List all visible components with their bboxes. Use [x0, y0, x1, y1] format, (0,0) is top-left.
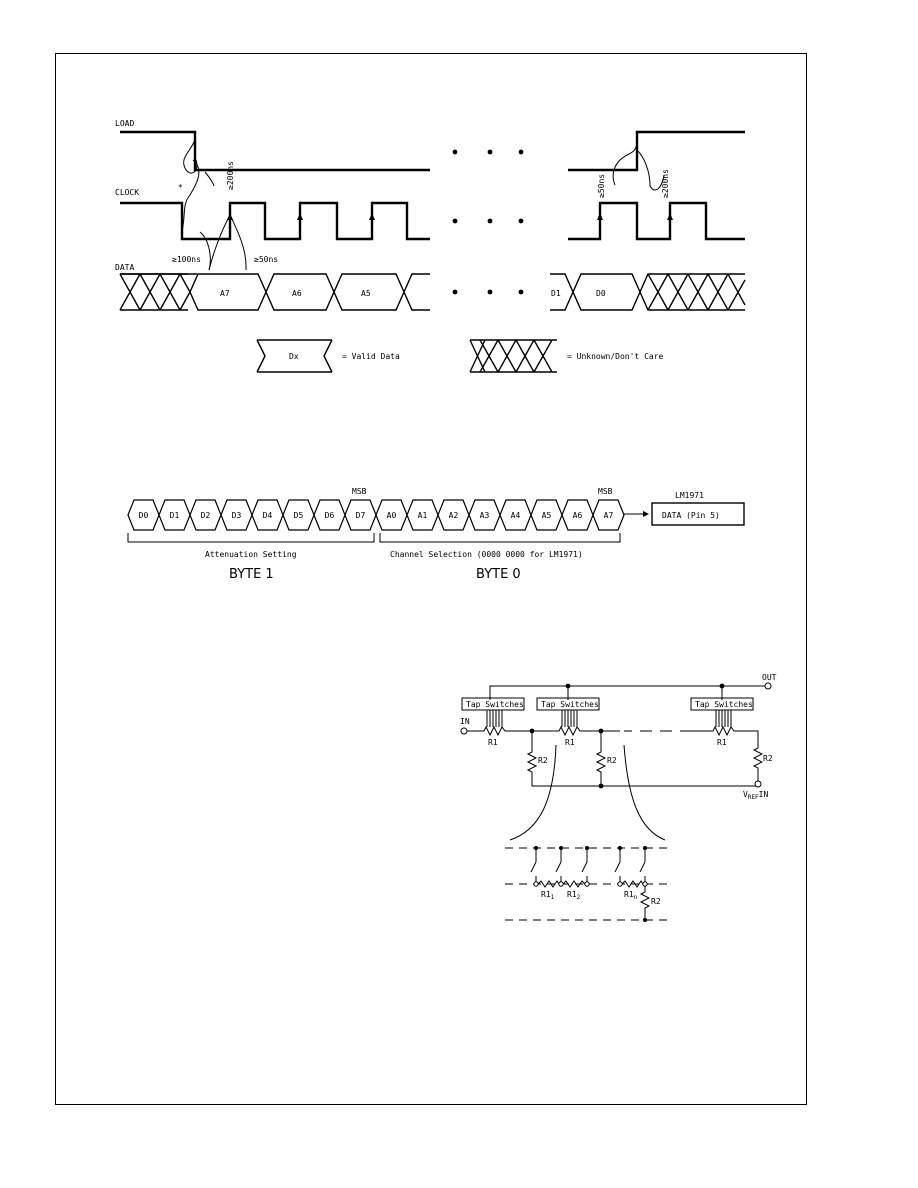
load-waveform-end [568, 130, 745, 172]
detail-r1-n: R1n [624, 890, 638, 901]
detail-r1-1: R11 [541, 890, 555, 901]
zoom-curve-left [509, 744, 557, 841]
frame-cell-label-a0: A0 [387, 511, 397, 520]
clock-edge-arrows [227, 213, 673, 220]
timing-clk-load-50ns: ≥50ns [597, 174, 606, 198]
frame-cell-label-d1: D1 [170, 511, 180, 520]
frame-cell-label-d7: D7 [356, 511, 366, 520]
r1-resistor-1 [467, 725, 532, 737]
frame-cell-label-a5: A5 [542, 511, 552, 520]
load-waveform-start [120, 130, 430, 172]
msb-label-byte1: MSB [352, 487, 367, 496]
r2-resistor-3 [752, 747, 764, 781]
attenuation-label: Attenuation Setting [205, 550, 297, 559]
vref-label: VREFIN [743, 790, 768, 801]
clock-waveform-start [120, 201, 430, 241]
detail-r2: R2 [651, 897, 661, 906]
r1-label-2: R1 [565, 738, 575, 747]
r1-resistor-3 [690, 725, 759, 748]
frame-cell-label-a7: A7 [604, 511, 614, 520]
in-terminal [460, 727, 468, 735]
cell-a7: A7 [220, 289, 230, 298]
cell-d1: D1 [551, 289, 561, 298]
chip-label: LM1971 [675, 491, 704, 500]
frame-cells: D0 D1 D2 D3 D4 D5 D6 D7 A0 A1 A2 A3 A4 A5 A6 A7 [127, 499, 625, 531]
tap-switch-label-1: Tap Switches [466, 700, 524, 709]
r1-label-3: R1 [717, 738, 727, 747]
frame-cell-label-d5: D5 [294, 511, 304, 520]
frame-cell-label-a1: A1 [418, 511, 428, 520]
tap-switch-label-2: Tap Switches [541, 700, 599, 709]
serial-frame: D0 D1 D2 D3 D4 D5 D6 D7 A0 A1 A2 A3 A4 A5 A6 A7 MSB MSB… [127, 487, 745, 582]
legend-dont-care: = Unknown/Don't Care [567, 352, 664, 361]
ladder-detail [505, 846, 670, 922]
tap-lines [486, 710, 732, 727]
frame-cell-label-d3: D3 [232, 511, 242, 520]
resistor-ladder: OUT Tap Switches Tap Switches Tap Switch… [460, 673, 777, 922]
clock-label: CLOCK [115, 188, 139, 197]
timing-annotations [181, 139, 665, 271]
bracket-byte0 [379, 533, 621, 543]
in-label: IN [460, 717, 470, 726]
timing-diagram: LOAD CLOCK DATA [115, 119, 746, 373]
r2-label-1: R2 [538, 756, 548, 765]
data-pin-box [651, 502, 745, 526]
cell-a6: A6 [292, 289, 302, 298]
frame-cell-label-a6: A6 [573, 511, 583, 520]
frame-cell-label-d6: D6 [325, 511, 335, 520]
byte0-label: BYTE 0 [476, 567, 521, 582]
frame-cell-label-a3: A3 [480, 511, 490, 520]
r2-resistor-2 [595, 731, 607, 786]
legend [256, 339, 557, 373]
r2-resistor-1 [526, 731, 758, 787]
byte1-label: BYTE 1 [229, 567, 274, 582]
out-label: OUT [762, 673, 777, 682]
timing-setup-100ns: ≥100ns [172, 255, 201, 264]
data-bus [119, 273, 746, 311]
ellipsis-dots [452, 149, 524, 295]
bracket-byte1 [127, 533, 375, 543]
data-label: DATA [115, 263, 134, 272]
page-frame [55, 53, 807, 1105]
zoom-curve-right [623, 744, 666, 841]
cell-d0: D0 [596, 289, 606, 298]
out-terminal [764, 682, 772, 690]
r2-label-2: R2 [607, 756, 617, 765]
out-bus [489, 685, 766, 700]
tap-switch-label-3: Tap Switches [695, 700, 753, 709]
frame-cell-label-a2: A2 [449, 511, 459, 520]
data-pin-label: DATA (Pin 5) [662, 511, 720, 520]
frame-cell-label-d4: D4 [263, 511, 273, 520]
timing-hold-50ns: ≥50ns [254, 255, 278, 264]
clock-waveform-end [568, 201, 745, 241]
frame-cell-label-a4: A4 [511, 511, 521, 520]
timing-load-200ns: ≥200ns [226, 161, 235, 190]
r1-label-1: R1 [488, 738, 498, 747]
r2-label-3: R2 [763, 754, 773, 763]
vref-terminal [754, 780, 762, 788]
cell-a5: A5 [361, 289, 371, 298]
timing-load-end-200ns: ≥200ns [661, 169, 670, 198]
msb-label-byte0: MSB [598, 487, 613, 496]
asterisk-mark: * [178, 183, 183, 192]
legend-valid-data: = Valid Data [342, 352, 400, 361]
channel-label: Channel Selection (0000 0000 for LM1971) [390, 550, 583, 559]
load-label: LOAD [115, 119, 134, 128]
frame-cell-label-d0: D0 [139, 511, 149, 520]
detail-r1-2: R12 [567, 890, 581, 901]
frame-cell-label-d2: D2 [201, 511, 211, 520]
r1-resistor-2 [532, 725, 620, 737]
frame-cell-a7 [592, 499, 625, 531]
legend-dx: Dx [289, 352, 299, 361]
